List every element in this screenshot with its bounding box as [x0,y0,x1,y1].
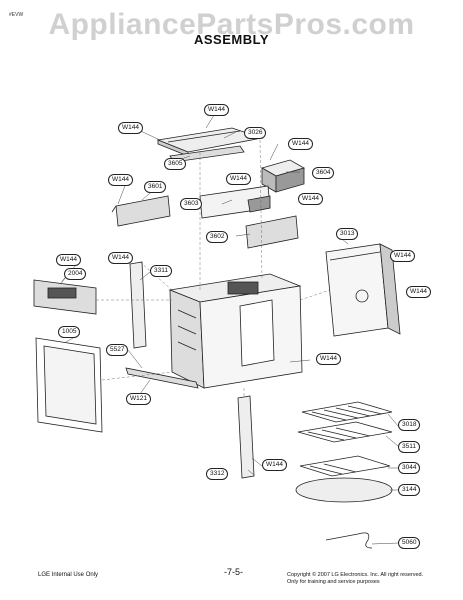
label-3312: 3312 [206,468,229,480]
rack-3511-part [297,421,393,443]
label-3604: 3604 [312,167,335,179]
label-5527: 5527 [106,344,129,356]
label-3601: 3601 [144,181,167,193]
corner-note: #EVW [9,12,24,18]
pan-3144-part [295,477,393,503]
bracket-3601-part [111,195,171,227]
copyright-line: Copyright © 2007 LG Electronics. Inc. Al… [287,572,424,578]
label-w144: W144 [108,174,133,186]
label-w144: W144 [316,353,341,365]
side-rail-3311-part [129,261,147,349]
side-rail-3312-part [237,395,255,479]
page-number: -7-5- [224,567,244,577]
tray-3044-part [299,455,391,477]
label-3511: 3511 [398,441,420,453]
label-3144: 3144 [398,484,421,496]
back-panel-3013-part [325,243,401,337]
label-w144: W144 [262,459,287,471]
door-1005-part [35,337,103,433]
probe-5060-part [325,532,373,549]
label-w144: W144 [226,173,251,185]
label-3311: 3311 [150,265,172,277]
page-title: ASSEMBLY [193,32,270,47]
label-w144: W144 [390,250,415,262]
bracket-3603-part [199,185,271,219]
footer-copyright: Copyright © 2007 LG Electronics. Inc. Al… [287,572,423,586]
oven-cavity-part [168,273,303,389]
rack-3018-part [301,401,393,423]
trim-strip-5527-part [125,367,199,389]
bracket-3602-part [245,215,299,249]
label-w144: W144 [288,138,313,150]
label-w144: W144 [298,193,323,205]
label-w144: W144 [108,252,133,264]
usage-note-line: Only for training and service purposes [287,579,380,585]
label-3013: 3013 [336,228,359,240]
label-3044: 3044 [398,462,421,474]
label-w144: W144 [204,104,229,116]
watermark: AppliancePartsPros.com [48,8,415,41]
label-w144: W144 [56,254,81,266]
box-3604-part [260,159,306,193]
footer-internal-use: LGE Internal Use Only [38,572,99,578]
label-w121: W121 [126,393,151,405]
label-1005: 1005 [58,326,81,338]
label-2004: 2004 [64,268,87,280]
label-w144: W144 [118,122,143,134]
label-3018: 3018 [398,419,421,431]
label-w144: W144 [406,286,431,298]
label-5060: 5060 [398,537,421,549]
label-3026: 3026 [244,127,267,139]
label-3605: 3605 [164,158,187,170]
label-3603: 3603 [180,198,203,210]
label-3602: 3602 [206,231,229,243]
control-panel-2004-part [33,279,97,315]
